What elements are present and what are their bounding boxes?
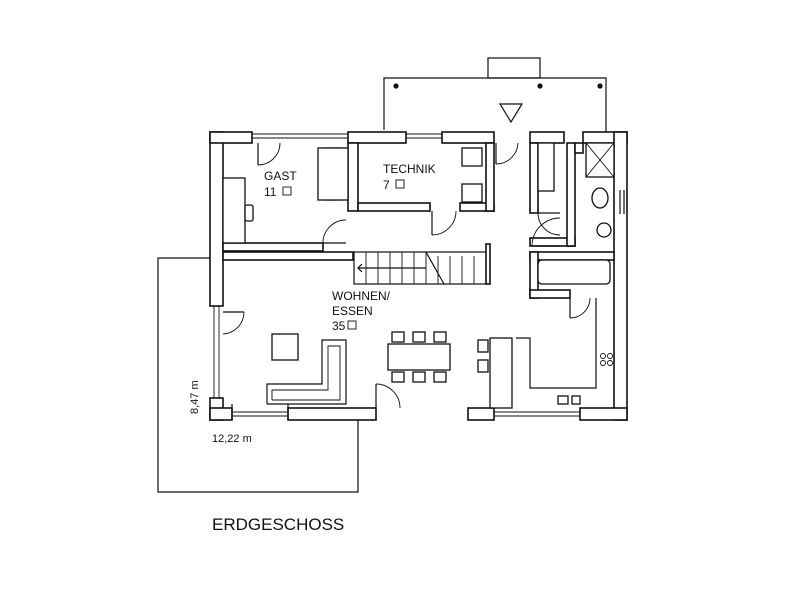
kitchen — [477, 298, 613, 409]
toilet-icon — [591, 187, 609, 209]
interior-walls — [222, 142, 615, 299]
doors — [222, 142, 591, 409]
entrance-arrow-icon — [498, 103, 524, 124]
room-label-wohnen-essen: WOHNEN/ ESSEN 35 — [332, 289, 391, 333]
windows — [231, 190, 625, 420]
room-area: 11 — [264, 185, 277, 199]
entrance-canopy — [383, 57, 607, 134]
bathroom-fixtures — [537, 142, 615, 238]
room-name: WOHNEN/ — [332, 289, 391, 303]
storage-shelf — [537, 259, 611, 285]
sink-icon — [596, 222, 612, 238]
room-name-line2: ESSEN — [332, 304, 373, 318]
room-label-gast: GAST 11 — [264, 169, 297, 199]
room-name: GAST — [264, 169, 297, 183]
room-name: TECHNIK — [383, 162, 436, 176]
room-label-technik: TECHNIK 7 — [383, 162, 436, 192]
dimension-depth: 8,47 m — [189, 380, 201, 414]
exterior-walls — [209, 131, 628, 421]
room-area: 7 — [383, 178, 390, 192]
terrace-outline — [157, 257, 359, 493]
dining-table — [387, 331, 451, 383]
technik-equipment — [461, 147, 483, 203]
room-area: 35 — [332, 319, 346, 333]
staircase — [353, 243, 491, 285]
guest-furniture — [222, 147, 349, 244]
dimension-width: 12,22 m — [212, 433, 252, 445]
drawing-title: ERDGESCHOSS — [212, 515, 344, 534]
living-furniture — [266, 333, 347, 405]
